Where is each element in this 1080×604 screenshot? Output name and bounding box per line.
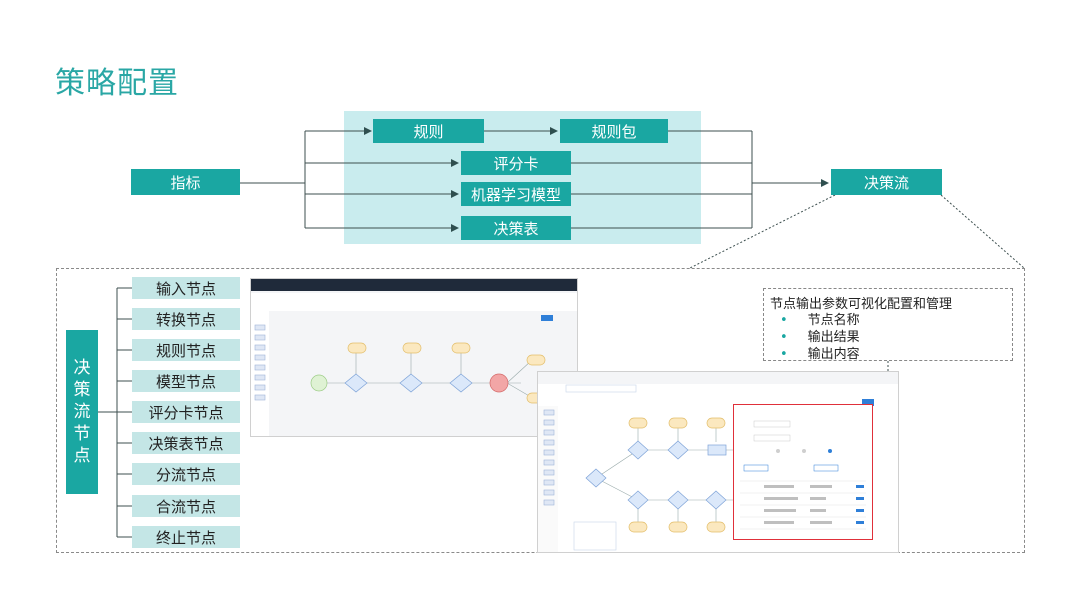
node-config-canvas: [538, 372, 898, 551]
ml-model-box: 机器学习模型: [461, 182, 571, 206]
bullet-text: 输出结果: [807, 330, 860, 345]
decision-flow-box: 决策流: [831, 169, 942, 195]
output-config-form: [740, 420, 866, 530]
node-scorecard: 评分卡节点: [132, 401, 240, 423]
rule-pack-box: 规则包: [560, 119, 668, 143]
label-char: 点: [73, 446, 91, 466]
page-title: 策略配置: [55, 66, 179, 101]
node-model: 模型节点: [132, 370, 240, 392]
node-split: 分流节点: [132, 463, 240, 485]
bullet-dot: •: [780, 330, 788, 345]
output-config-panel: [733, 404, 873, 540]
label-char: 流: [73, 402, 91, 422]
node-rule: 规则节点: [132, 339, 240, 361]
bullet-dot: •: [780, 313, 788, 328]
node-decision-table: 决策表节点: [132, 432, 240, 454]
bullet-text: 节点名称: [807, 313, 860, 328]
flow-editor-screenshot: [250, 278, 578, 437]
node-config-screenshot: [537, 371, 899, 553]
node-input: 输入节点: [132, 277, 240, 299]
node-transform: 转换节点: [132, 308, 240, 330]
node-end: 终止节点: [132, 526, 240, 548]
bullet-dot: •: [780, 347, 788, 362]
label-char: 决: [73, 358, 91, 378]
note-bullet-output-result: • 输出结果: [780, 329, 1006, 346]
note-heading: 节点输出参数可视化配置和管理: [770, 297, 953, 312]
rule-box: 规则: [373, 119, 484, 143]
bullet-text: 输出内容: [807, 347, 860, 362]
app-header-bar: [251, 279, 577, 291]
label-char: 节: [73, 424, 91, 444]
scorecard-box: 评分卡: [461, 151, 571, 175]
output-params-note: 节点输出参数可视化配置和管理 • 节点名称 • 输出结果 • 输出内容: [763, 288, 1013, 363]
flow-editor-canvas: [251, 293, 577, 404]
note-bullet-output-content: • 输出内容: [780, 346, 1006, 363]
node-merge: 合流节点: [132, 495, 240, 517]
note-bullet-node-name: • 节点名称: [780, 312, 1006, 329]
decision-flow-node-label: 决 策 流 节 点: [66, 330, 98, 494]
indicator-box: 指标: [131, 169, 240, 195]
label-char: 策: [73, 380, 91, 400]
decision-table-box: 决策表: [461, 216, 571, 240]
note-bullets: • 节点名称 • 输出结果 • 输出内容: [770, 312, 1006, 363]
